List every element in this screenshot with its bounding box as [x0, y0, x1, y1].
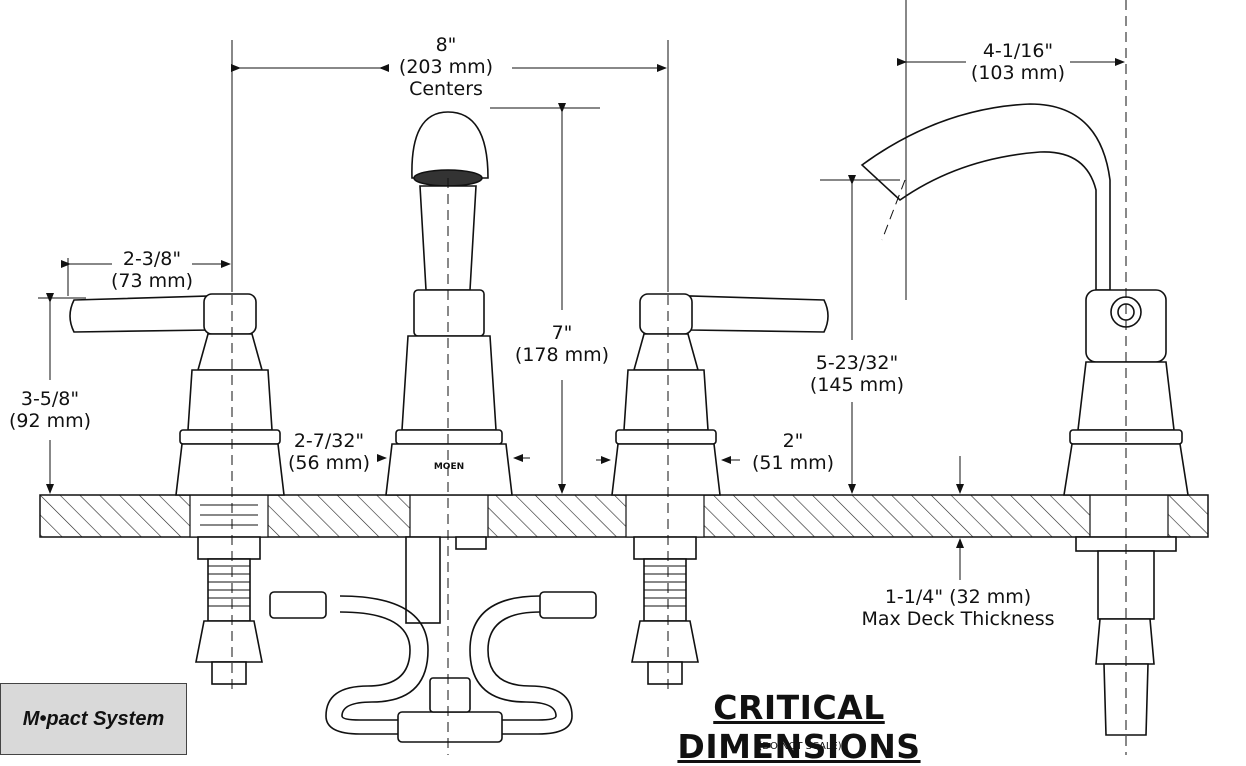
diagram-title: CRITICAL DIMENSIONS — [677, 688, 921, 766]
scale-note: (DO NOT SCALE) — [758, 741, 842, 752]
spout-reach-dimension: 4-1/16" (103 mm) — [970, 40, 1066, 84]
right-handle-valve — [611, 293, 829, 685]
side-spout — [860, 103, 1189, 736]
left-threads — [200, 504, 258, 607]
right-threads — [644, 565, 686, 607]
deck-thickness-dimension: 1-1/4" (32 mm) Max Deck Thickness — [861, 586, 1055, 630]
supply-hoses — [269, 591, 597, 743]
center-spout — [385, 111, 513, 624]
centers-dimension: 8" (203 mm) Centers — [398, 34, 494, 100]
handle-base-dimension: 2" (51 mm) — [751, 430, 835, 474]
dimension-lines — [38, 0, 1125, 580]
system-badge: M•pact System — [0, 683, 187, 755]
brand-mark: MOEN — [434, 462, 464, 472]
spout-base-dimension: 2-7/32" (56 mm) — [287, 430, 371, 474]
centerlines — [231, 0, 1127, 755]
aerator-height-dimension: 5-23/32" (145 mm) — [809, 352, 905, 396]
left-handle-valve — [69, 293, 285, 685]
handle-reach-dimension: 2-3/8" (73 mm) — [110, 248, 194, 292]
deck — [39, 494, 1209, 538]
handle-height-dimension: 3-5/8" (92 mm) — [8, 388, 92, 432]
spout-height-dimension: 7" (178 mm) — [514, 322, 610, 366]
